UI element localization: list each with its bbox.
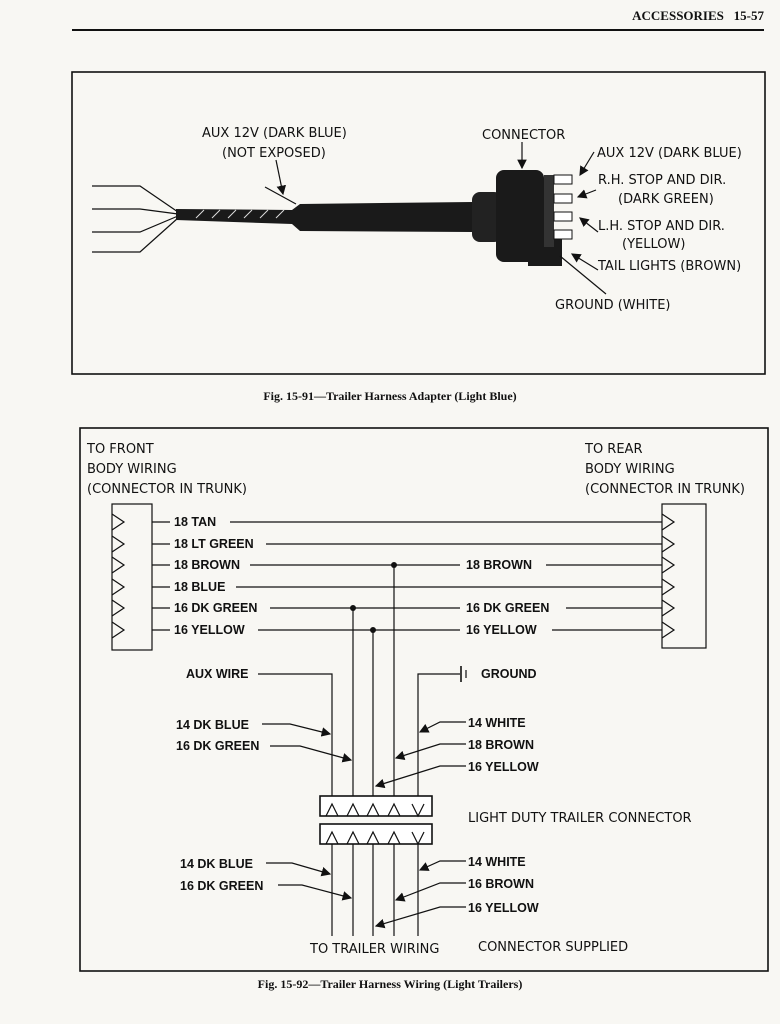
- figure-15-92: TO FRONT BODY WIRING (CONNECTOR IN TRUNK…: [79, 427, 769, 972]
- upper-left-dk-green: 16 DK GREEN: [176, 739, 259, 753]
- ground-symbol: [460, 666, 467, 682]
- fig1-leaders: [264, 142, 607, 295]
- upper-right-white: 14 WHITE: [468, 716, 526, 730]
- wire-label-dk-green: 16 DK GREEN: [174, 601, 257, 615]
- lower-wires: [331, 844, 419, 936]
- fig2-caption: Fig. 15-92—Trailer Harness Wiring (Light…: [257, 977, 523, 991]
- tail-lights-label: TAIL LIGHTS (BROWN): [597, 259, 741, 274]
- lh-color-label: (YELLOW): [622, 237, 685, 252]
- cable-wrap: [195, 209, 285, 219]
- lower-left-dk-green: 16 DK GREEN: [180, 879, 263, 893]
- trailer-connector-lower: [319, 823, 433, 846]
- mid-label-yellow: 16 YELLOW: [466, 623, 537, 637]
- connector-supplied-label: CONNECTOR SUPPLIED: [478, 940, 628, 955]
- mid-label-brown: 18 BROWN: [466, 558, 532, 572]
- wire-label-brown: 18 BROWN: [174, 558, 240, 572]
- wire-label-lt-green: 18 LT GREEN: [174, 537, 254, 551]
- rh-stop-label: R.H. STOP AND DIR.: [598, 173, 726, 188]
- lower-left-dk-blue: 14 DK BLUE: [180, 857, 253, 871]
- rear-label-1: TO REAR: [584, 442, 642, 457]
- lower-leaders: [266, 860, 466, 929]
- loose-wire-ends: [92, 185, 179, 253]
- connector-label: CONNECTOR: [482, 128, 565, 143]
- wire-label-blue: 18 BLUE: [174, 580, 225, 594]
- trailer-connector-label: LIGHT DUTY TRAILER CONNECTOR: [468, 811, 692, 826]
- rear-label-3: (CONNECTOR IN TRUNK): [585, 482, 745, 497]
- fig2-frame: [79, 427, 769, 972]
- trailer-connector-upper: [319, 795, 433, 818]
- harness-cable: [176, 202, 472, 232]
- rh-color-label: (DARK GREEN): [618, 192, 714, 207]
- upper-leaders: [262, 721, 466, 789]
- figure-15-91: AUX 12V (DARK BLUE) (NOT EXPOSED) CONNEC…: [71, 71, 766, 375]
- fig1-frame: [71, 71, 766, 375]
- ground-label: GROUND: [481, 667, 537, 681]
- ground-white-label: GROUND (WHITE): [555, 298, 670, 313]
- upper-left-dk-blue: 14 DK BLUE: [176, 718, 249, 732]
- aux-wire-label: AUX WIRE: [186, 667, 249, 681]
- front-connector: [111, 503, 153, 651]
- wire-label-yellow: 16 YELLOW: [174, 623, 245, 637]
- upper-right-yellow: 16 YELLOW: [468, 760, 539, 774]
- mid-label-dk-green: 16 DK GREEN: [466, 601, 549, 615]
- rear-connector: [661, 503, 707, 649]
- lower-right-yellow: 16 YELLOW: [468, 901, 539, 915]
- lower-right-white: 14 WHITE: [468, 855, 526, 869]
- header-rule: [72, 29, 764, 31]
- aux-label-line2: (NOT EXPOSED): [222, 146, 326, 161]
- page-header: ACCESSORIES 15-57: [632, 8, 764, 24]
- lower-right-brown: 16 BROWN: [468, 877, 534, 891]
- upper-right-brown: 18 BROWN: [468, 738, 534, 752]
- front-label-2: BODY WIRING: [87, 462, 177, 477]
- section-title: ACCESSORIES: [632, 8, 724, 23]
- front-label-3: (CONNECTOR IN TRUNK): [87, 482, 247, 497]
- bus-wires: [152, 521, 662, 631]
- aux-label-line1: AUX 12V (DARK BLUE): [202, 126, 347, 141]
- front-label-1: TO FRONT: [86, 442, 154, 457]
- drop-wires: [258, 565, 460, 796]
- fig1-caption: Fig. 15-91—Trailer Harness Adapter (Ligh…: [263, 389, 517, 403]
- page-number: 15-57: [733, 8, 764, 23]
- right-aux-label: AUX 12V (DARK BLUE): [597, 146, 742, 161]
- rear-label-2: BODY WIRING: [585, 462, 675, 477]
- connector-body: [472, 170, 573, 266]
- lh-stop-label: L.H. STOP AND DIR.: [598, 219, 725, 234]
- wire-label-tan: 18 TAN: [174, 515, 216, 529]
- to-trailer-label: TO TRAILER WIRING: [309, 942, 439, 957]
